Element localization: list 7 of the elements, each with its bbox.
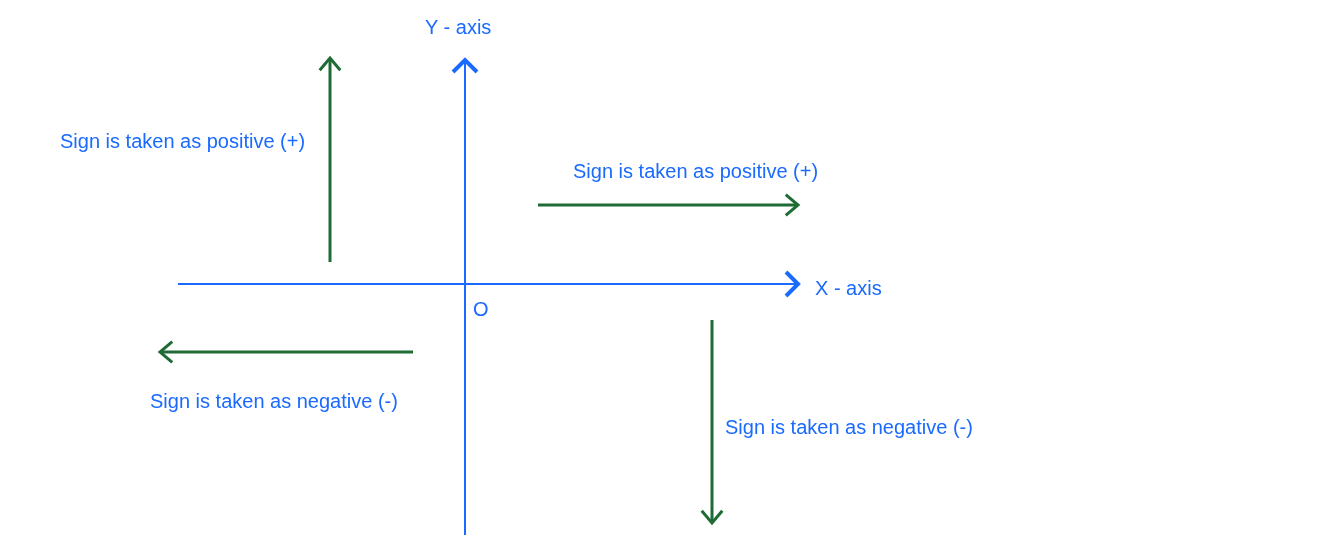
sign-note: Sign is taken as positive (+): [60, 130, 306, 152]
axis-label: X - axis: [815, 277, 882, 299]
sign-note: Sign is taken as negative (-): [150, 390, 398, 412]
sign-note: Sign is taken as positive (+): [573, 160, 819, 182]
axis-label: Y - axis: [425, 16, 492, 38]
origin-label: O: [473, 298, 489, 320]
sign-note: Sign is taken as negative (-): [725, 416, 973, 438]
